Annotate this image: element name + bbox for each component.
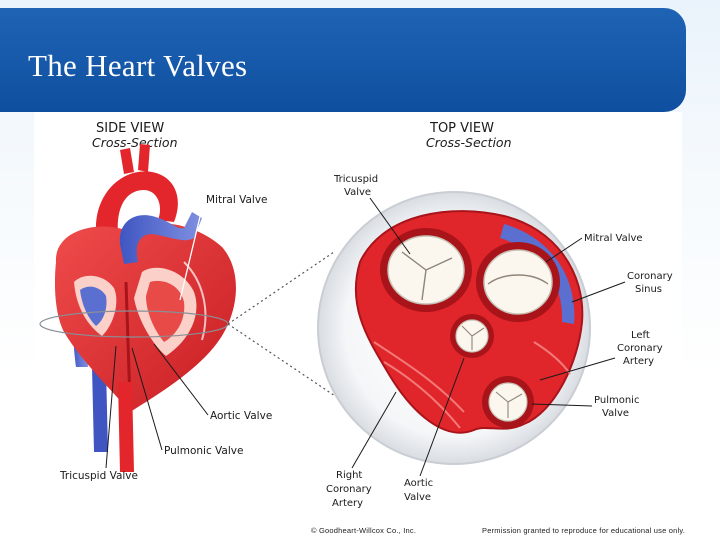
side-label-tricuspid-valve: Tricuspid Valve [59,470,138,482]
heart-valves-illustration: SIDE VIEW Cross-Section [39,121,673,509]
top-view-subheading: Cross-Section [426,135,512,150]
projection-line-bottom [227,323,345,403]
top-view-heading: TOP VIEW [429,121,494,136]
top-leader-aortic [419,357,465,477]
top-label-mitral-valve: Mitral Valve [584,233,643,244]
top-label-aortic-line1: Aortic [404,478,433,489]
top-label-pulmonic-line1: Pulmonic [594,395,639,406]
top-label-right-coronary-line2: Coronary [326,484,372,495]
side-leader-pulmonic [131,347,163,451]
top-label-tricuspid-line1: Tricuspid [333,174,378,185]
top-label-tricuspid-line2: Valve [344,187,371,198]
top-label-left-coronary-line2: Coronary [617,343,663,354]
top-leader-pulmonic [531,403,593,407]
top-heart-drawing [354,210,584,434]
top-label-pulmonic-line2: Valve [602,408,629,419]
slide-title: The Heart Valves [28,48,248,83]
top-label-coronary-sinus-line2: Sinus [635,284,662,295]
top-leader-left-coronary [539,357,616,381]
heart-valves-figure: SIDE VIEW Cross-Section [34,112,682,514]
side-leader-tricuspid [105,345,117,469]
top-label-left-coronary-line3: Artery [623,356,654,367]
footer-copyright: © Goodheart-Willcox Co., Inc. [311,526,417,535]
projection-line-top [227,251,335,325]
side-label-aortic-valve: Aortic Valve [210,410,272,422]
side-view-heading: SIDE VIEW [96,121,164,136]
side-label-pulmonic-valve: Pulmonic Valve [164,445,243,457]
side-leader-mitral [179,199,205,301]
top-label-left-coronary-line1: Left [631,330,650,341]
title-bar: The Heart Valves [0,8,686,112]
top-leader-tricuspid [369,197,411,255]
top-label-coronary-sinus-line1: Coronary [627,271,673,282]
top-leader-coronary-sinus [571,281,626,303]
top-leader-mitral [545,237,583,263]
side-view-subheading: Cross-Section [92,135,178,150]
side-label-mitral-valve: Mitral Valve [206,194,268,206]
top-label-right-coronary-line1: Right [336,470,362,481]
side-leader-aortic [153,343,209,416]
top-label-aortic-line2: Valve [404,492,431,503]
footer-permission: Permission granted to reproduce for educ… [482,526,686,535]
top-label-right-coronary-line3: Artery [332,498,363,509]
top-leader-right-coronary [351,391,397,469]
top-view: TOP VIEW Cross-Section [317,121,673,509]
side-view: SIDE VIEW Cross-Section [39,121,345,482]
